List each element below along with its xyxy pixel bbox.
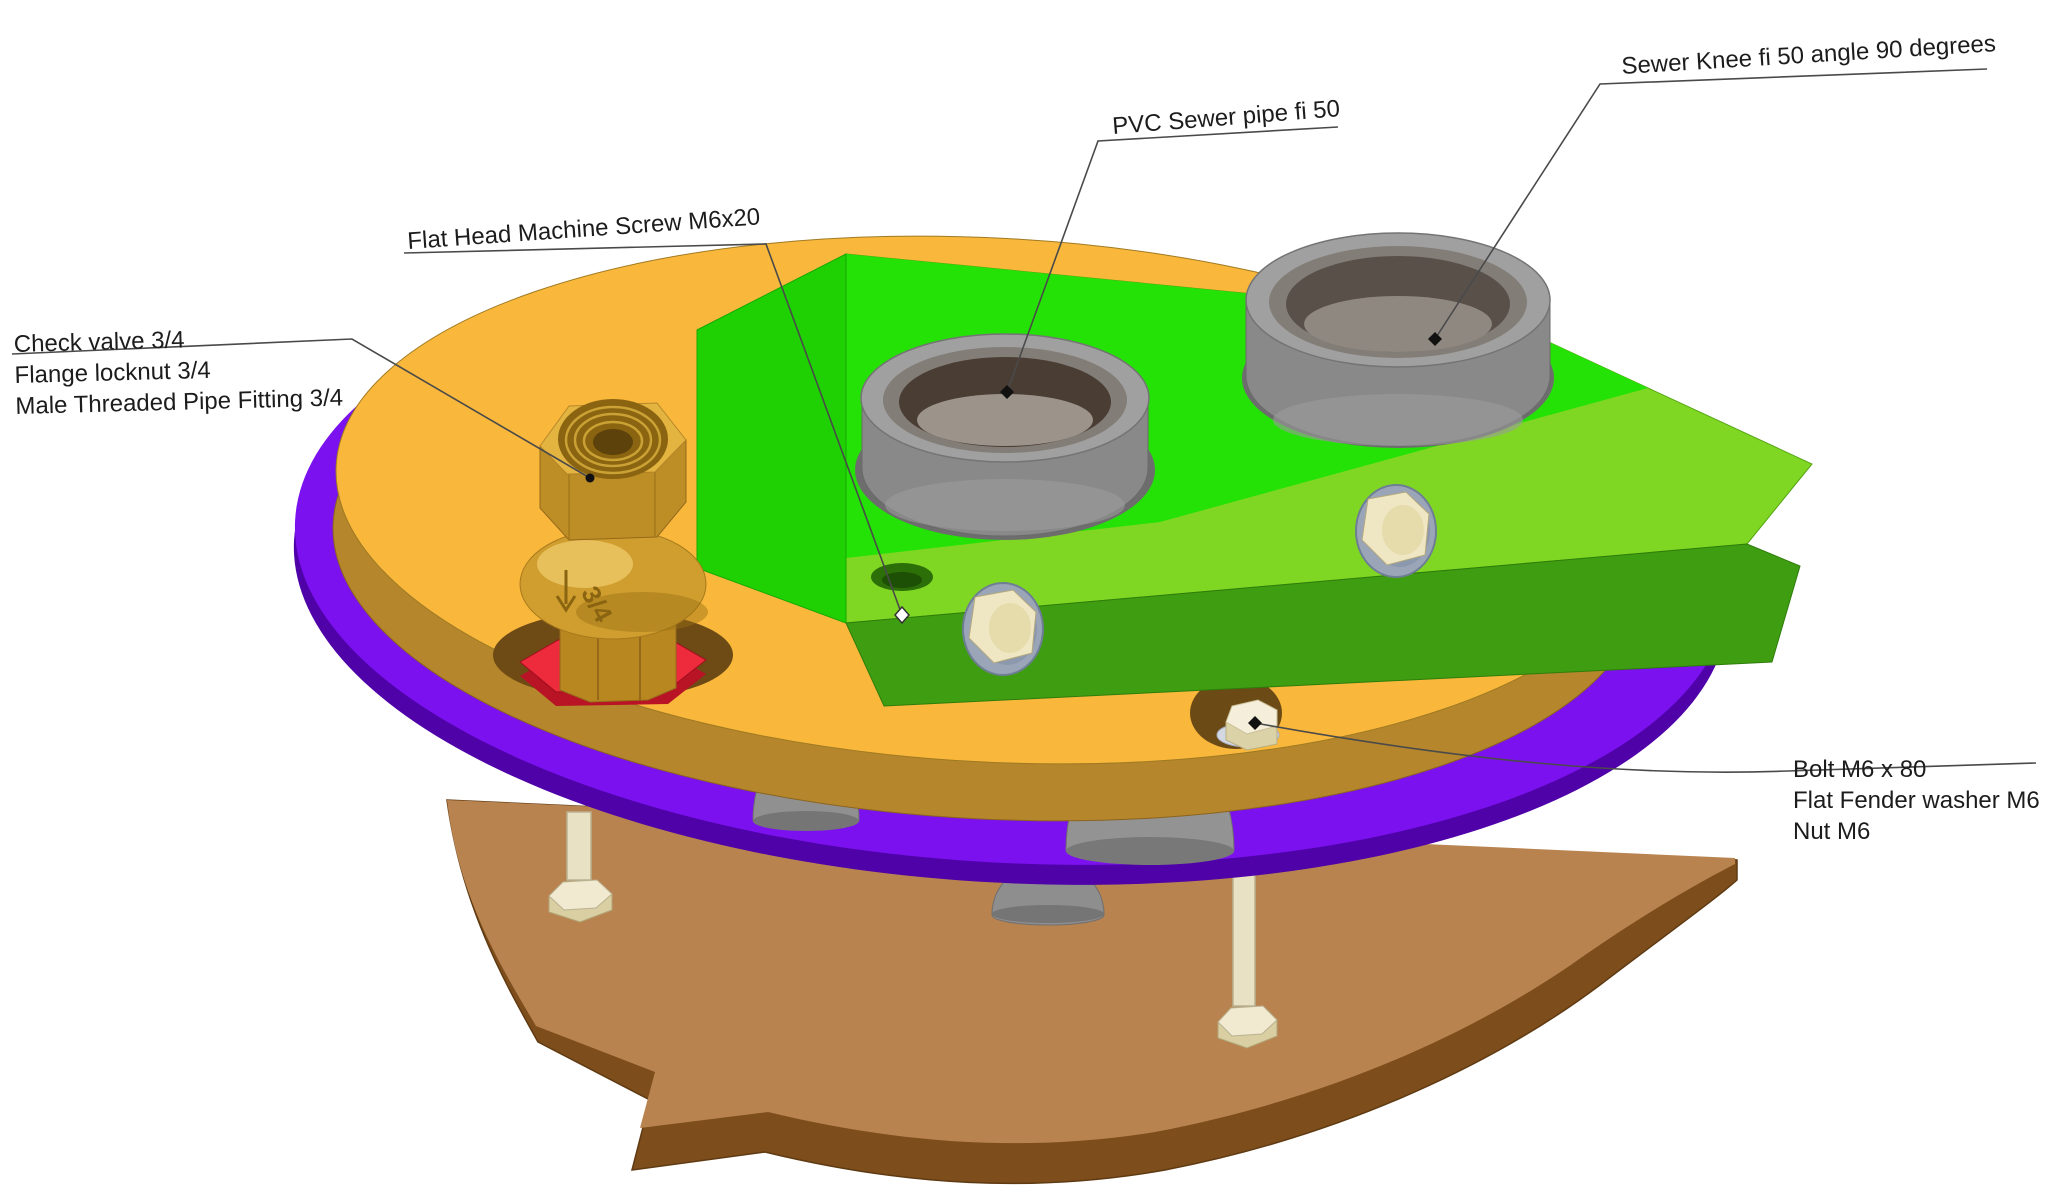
label-check-valve-line2: Flange locknut 3/4 — [14, 357, 211, 389]
bolt-washer-left — [962, 582, 1044, 676]
leader-dot-check-valve — [585, 473, 595, 483]
label-check-valve: Check valve 3/4 Flange locknut 3/4 Male … — [13, 327, 343, 420]
leader-check-valve — [11, 338, 591, 479]
leader-dot-pvc-pipe — [1000, 385, 1014, 399]
valve-ball-highlight — [537, 540, 633, 588]
wooden-base-top — [447, 800, 1735, 1144]
valve-flow-arrow-icon — [555, 570, 577, 613]
valve-thread-2 — [573, 412, 653, 468]
bolt-washer-right — [1355, 484, 1437, 578]
label-sewer-knee: Sewer Knee fi 50 angle 90 degrees — [1621, 30, 1997, 80]
valve-thread-3 — [582, 420, 644, 462]
sewer-knee-ring — [1242, 232, 1554, 448]
label-bolt-assembly: Bolt M6 x 80 Flat Fender washer M6 Nut M… — [1793, 756, 2040, 845]
check-valve: 3/4 — [519, 399, 708, 640]
label-machine-screw: Flat Head Machine Screw M6x20 — [407, 203, 762, 255]
threaded-rod-center — [1232, 855, 1256, 1007]
label-check-valve-line3: Male Threaded Pipe Fitting 3/4 — [15, 384, 343, 420]
knee-sheen — [1273, 394, 1523, 446]
rod-nut-left — [548, 811, 613, 923]
socket-sheen — [885, 479, 1125, 531]
flange-locknut-assembly — [493, 597, 733, 706]
threaded-rod-left — [566, 811, 592, 881]
nut-center-top — [1217, 1005, 1278, 1037]
nut-left-top — [548, 879, 613, 911]
screw-hole-inner — [882, 572, 922, 588]
valve-hex-facets — [568, 472, 656, 539]
valve-ball-shadow — [576, 592, 708, 632]
bolt-left-face — [989, 603, 1031, 653]
label-check-valve-line1: Check valve 3/4 — [13, 327, 184, 358]
leader-machine-screw — [403, 243, 903, 616]
green-front-face — [845, 543, 1801, 707]
leader-sewer-knee — [1434, 68, 1988, 340]
leader-bolt-assembly — [1254, 722, 2037, 773]
leader-dot-sewer-knee — [1428, 332, 1442, 346]
valve-bore-dark — [593, 429, 633, 455]
label-bolt-line2: Flat Fender washer M6 — [1793, 787, 2040, 814]
bolt-head-top — [1225, 699, 1278, 735]
leader-lines — [11, 68, 2037, 773]
leader-dot-machine-screw — [894, 605, 910, 625]
pvc-socket-left — [855, 333, 1155, 540]
wooden-base — [446, 799, 1738, 1185]
leader-dot-bolt-assembly — [1248, 716, 1262, 730]
knee-bore-floor — [1304, 296, 1492, 352]
leader-pvc-pipe — [1006, 126, 1339, 393]
bolt-right-face — [1382, 505, 1424, 555]
valve-thread-1 — [564, 405, 662, 475]
socket-bore-floor — [917, 394, 1093, 446]
label-bolt-line3: Nut M6 — [1793, 818, 1870, 845]
label-bolt-line1: Bolt M6 x 80 — [1793, 756, 1926, 783]
